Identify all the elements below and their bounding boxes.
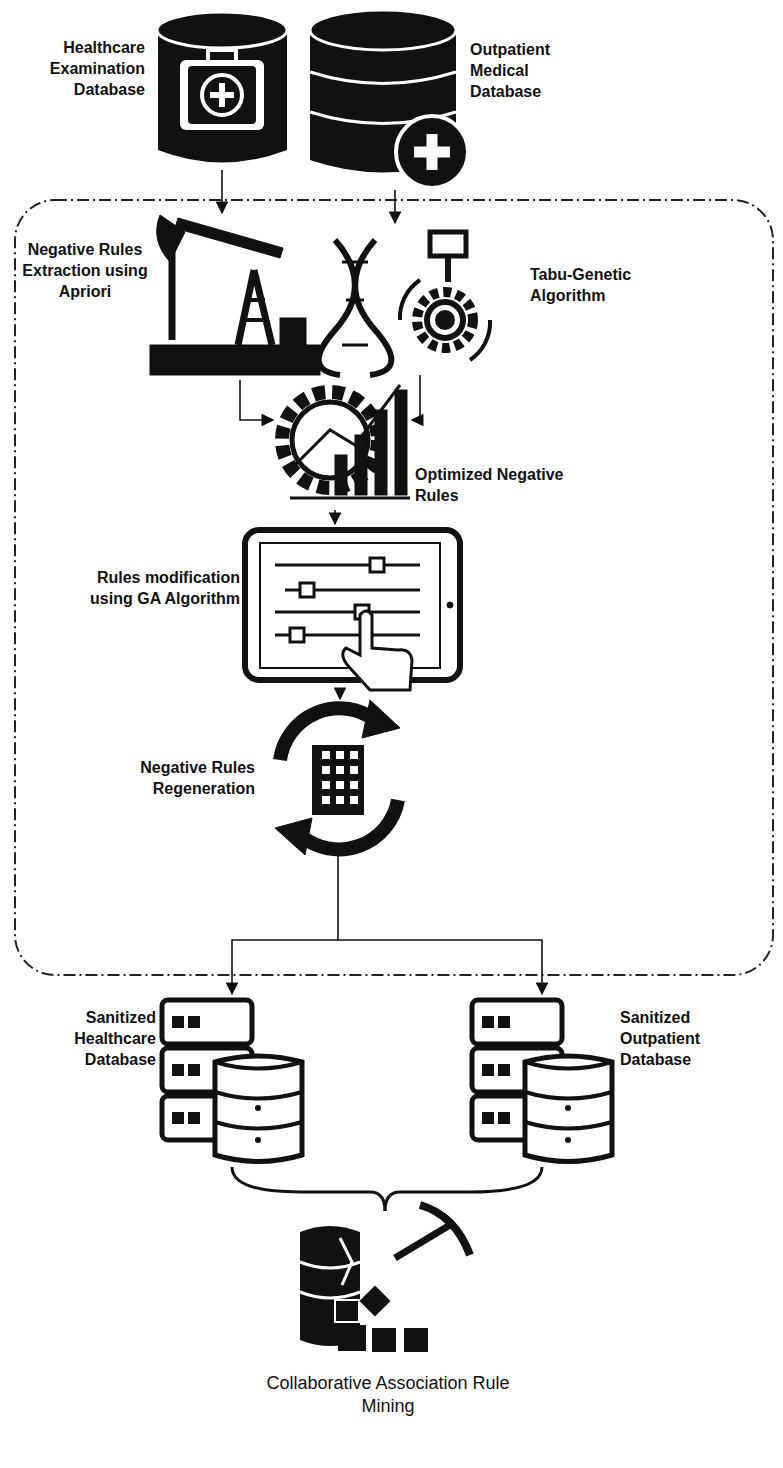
icon-node: Negative Rules Extraction using Apriori (150, 215, 320, 380)
connector (385, 1167, 542, 1211)
server-database-icon (162, 1000, 302, 1162)
icon-node: Tabu-Genetic Algorithm (325, 225, 500, 375)
node-label: Healthcare Examination Database (20, 38, 145, 100)
connector (412, 375, 420, 420)
icon-node: Healthcare Examination Database (150, 5, 295, 170)
process-region (15, 200, 773, 975)
cycle-icon (275, 700, 400, 855)
icon-node: Sanitized Healthcare Database (160, 995, 305, 1165)
node-label: Sanitized Healthcare Database (38, 1008, 156, 1070)
database-icon (310, 10, 468, 188)
database-icon (157, 12, 287, 163)
icon-node: Optimized Negative Rules (275, 370, 410, 510)
tablet-icon (245, 530, 460, 690)
connector (338, 940, 542, 994)
connector (334, 510, 336, 524)
server-database-icon (472, 1000, 612, 1162)
node-label: Sanitized Outpatient Database (620, 1008, 745, 1070)
icon-node: Negative Rules Regeneration (262, 700, 414, 855)
mining-icon (300, 1205, 470, 1352)
node-label: Negative Rules Regeneration (95, 758, 255, 800)
node-label: Outpatient Medical Database (470, 40, 580, 102)
icon-node: Sanitized Outpatient Database (470, 995, 615, 1165)
connector (394, 190, 396, 223)
pumpjack-icon (150, 215, 320, 375)
node-label: Negative Rules Extraction using Apriori (15, 240, 155, 302)
icon-node: Collaborative Association Rule Mining (295, 1215, 475, 1360)
gear-chart-icon (282, 385, 410, 498)
connector (221, 170, 223, 213)
connector (232, 1167, 385, 1211)
connector (339, 690, 341, 699)
node-label: Collaborative Association Rule Mining (258, 1372, 518, 1419)
connector (232, 855, 338, 994)
node-label: Optimized Negative Rules (415, 465, 565, 507)
dna-gear-icon (319, 232, 490, 375)
connector (240, 380, 273, 420)
node-label: Rules modification using GA Algorithm (75, 568, 240, 610)
icon-node: Rules modification using GA Algorithm (240, 525, 465, 690)
node-label: Tabu-Genetic Algorithm (530, 265, 670, 307)
icon-node: Outpatient Medical Database (305, 5, 460, 190)
